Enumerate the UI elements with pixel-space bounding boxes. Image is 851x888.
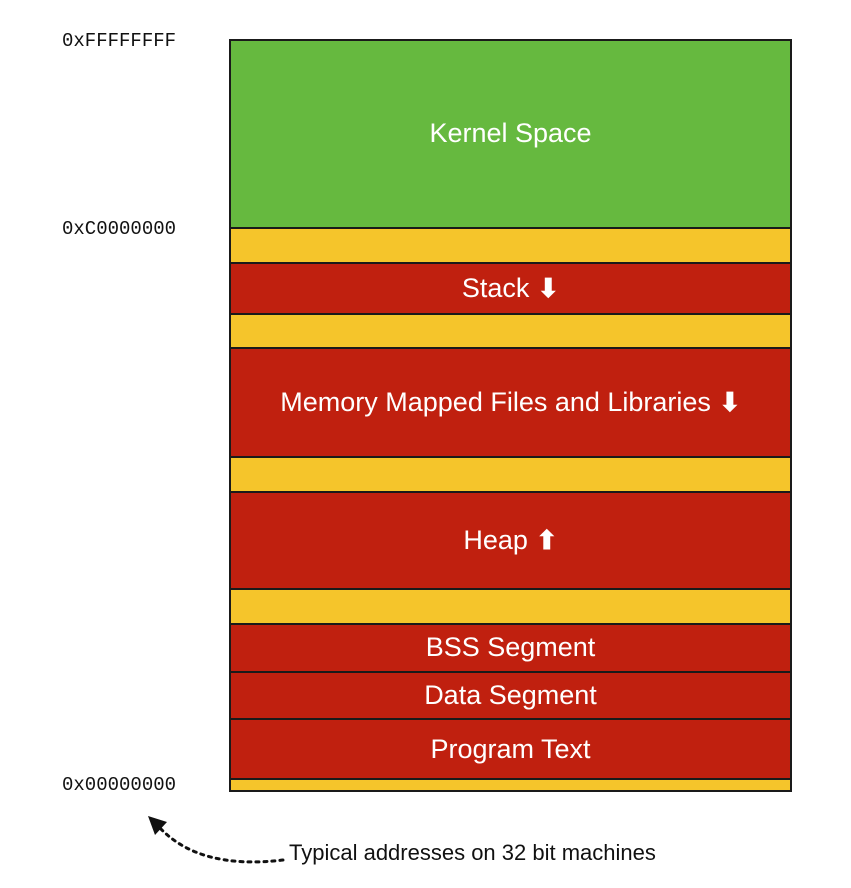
segment-unused-gap	[231, 457, 790, 493]
segment-label: Kernel Space	[429, 118, 592, 149]
segment-unused-gap	[231, 780, 790, 790]
segment-unused-gap	[231, 228, 790, 264]
address-label-top: 0xFFFFFFFF	[62, 30, 177, 52]
segment-memory-mapped-files-and-libraries: Memory Mapped Files and Libraries⬇	[231, 349, 790, 458]
segment-bss-segment: BSS Segment	[231, 624, 790, 673]
curved-arrow-icon	[148, 816, 285, 864]
arrow-up-icon: ⬆	[535, 524, 558, 555]
segment-unused-gap	[231, 590, 790, 625]
address-label-kernel-boundary: 0xC0000000	[62, 218, 177, 240]
segment-heap: Heap⬆	[231, 492, 790, 591]
arrow-down-icon: ⬇	[718, 387, 741, 418]
address-label-bottom: 0x00000000	[62, 774, 177, 796]
segment-kernel-space: Kernel Space	[231, 41, 790, 229]
segment-label: Program Text	[430, 733, 591, 764]
arrow-down-icon: ⬇	[537, 272, 560, 303]
segment-label: BSS Segment	[425, 632, 596, 663]
segment-unused-gap	[231, 314, 790, 350]
segment-label: Memory Mapped Files and Libraries	[280, 387, 711, 418]
caption-text: Typical addresses on 32 bit machines	[289, 840, 656, 865]
segment-label: Data Segment	[424, 679, 597, 710]
segment-label: Heap	[463, 524, 528, 555]
segment-label: Stack	[461, 272, 530, 303]
segment-program-text: Program Text	[231, 720, 790, 781]
segment-data-segment: Data Segment	[231, 672, 790, 721]
segment-stack: Stack⬇	[231, 263, 790, 315]
